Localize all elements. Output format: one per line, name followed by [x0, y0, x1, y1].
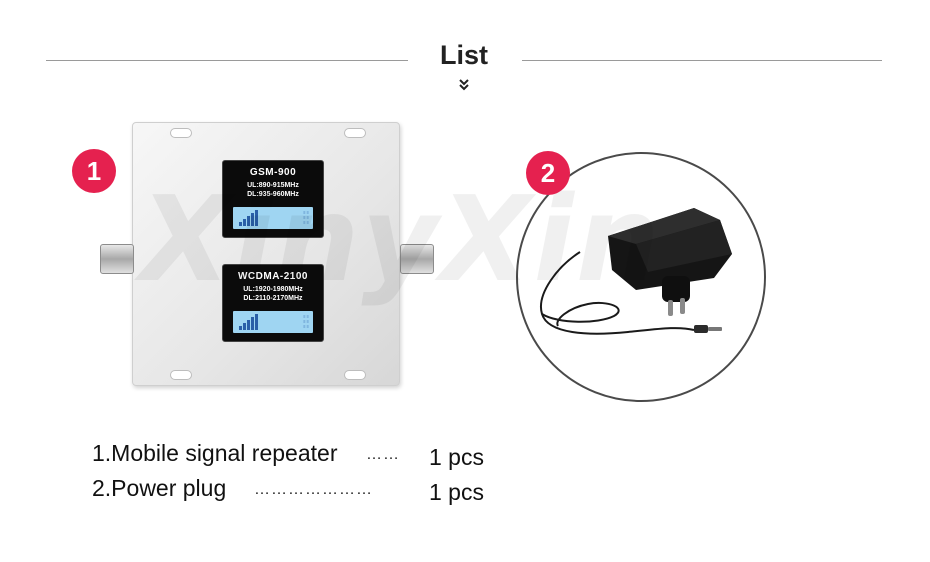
downlink-range: DL:2110-2170MHz	[243, 295, 303, 302]
mount-slot	[170, 370, 192, 380]
double-chevron-down-icon	[459, 79, 469, 91]
item-quantity: 1 pcs	[429, 444, 484, 470]
item-number-badge-1: 1	[72, 149, 116, 193]
header-rule-left	[46, 60, 408, 61]
signal-bars-icon	[239, 208, 259, 226]
header-rule-right	[522, 60, 882, 61]
uplink-range: UL:1920-1980MHz	[243, 286, 303, 293]
leader-dots: …………………	[254, 481, 373, 498]
page-title: List	[439, 40, 488, 70]
item-quantity: 1 pcs	[429, 479, 484, 505]
power-plug-image	[516, 152, 766, 402]
item-number-badge-2: 2	[526, 151, 570, 195]
signal-bars-icon	[239, 312, 259, 330]
mount-slot	[344, 370, 366, 380]
leader-dots: ……	[366, 446, 400, 463]
mount-slot	[170, 128, 192, 138]
downlink-range: DL:935-960MHz	[247, 191, 299, 198]
lcd-panel-wcdma: WCDMA-2100 UL:1920-1980MHz DL:2110-2170M…	[222, 264, 324, 342]
band-label: WCDMA-2100	[237, 271, 308, 282]
antenna-connector-left	[100, 244, 134, 274]
lcd-screen: ≡ ≡≡ ≡≡ ≡	[233, 311, 313, 333]
power-adapter-icon	[540, 208, 732, 335]
band-label: GSM-900	[249, 167, 297, 178]
item-label: 2.Power plug	[92, 475, 227, 501]
uplink-range: UL:890-915MHz	[247, 182, 299, 189]
status-lines: ≡ ≡≡ ≡≡ ≡	[303, 210, 309, 225]
lcd-screen: ≡ ≡≡ ≡≡ ≡	[233, 207, 313, 229]
status-lines: ≡ ≡≡ ≡≡ ≡	[303, 314, 309, 329]
lcd-panel-gsm: GSM-900 UL:890-915MHz DL:935-960MHz ≡ ≡≡…	[222, 160, 324, 238]
antenna-connector-right	[400, 244, 434, 274]
repeater-image: GSM-900 UL:890-915MHz DL:935-960MHz ≡ ≡≡…	[100, 122, 434, 386]
item-label: 1.Mobile signal repeater	[92, 440, 338, 466]
mount-slot	[344, 128, 366, 138]
